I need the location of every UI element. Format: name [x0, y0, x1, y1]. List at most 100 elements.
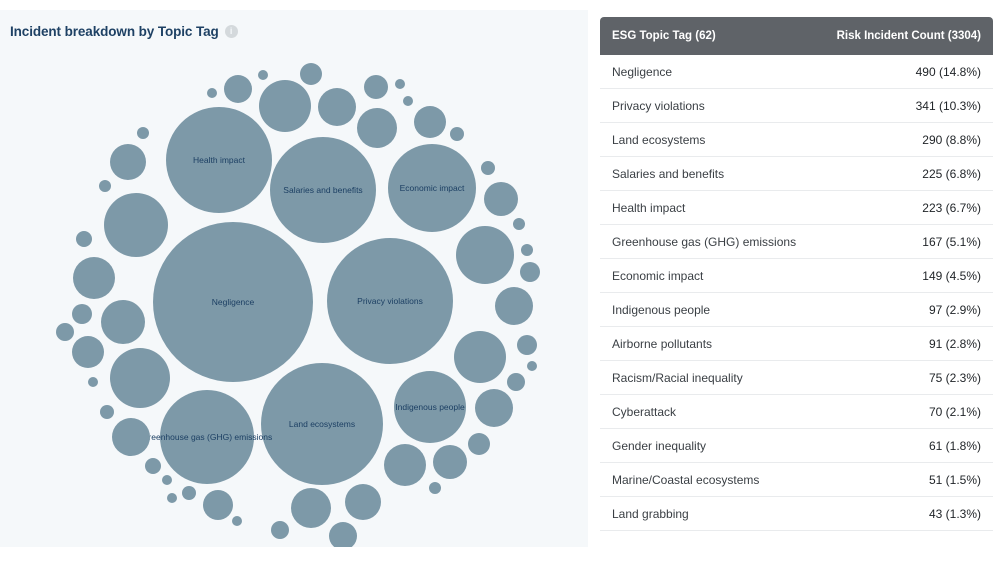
bubble[interactable] [450, 127, 464, 141]
bubble[interactable] [384, 444, 426, 486]
bubble[interactable] [56, 323, 74, 341]
bubble[interactable] [76, 231, 92, 247]
bubble[interactable] [395, 79, 405, 89]
bubble[interactable] [88, 377, 98, 387]
bubble-salaries-and-benefits[interactable]: Salaries and benefits [270, 137, 376, 243]
row-count: 341 (10.3%) [915, 98, 981, 113]
bubble[interactable] [72, 304, 92, 324]
row-tag: Land ecosystems [612, 132, 706, 147]
bubble[interactable] [232, 516, 242, 526]
bubble[interactable] [291, 488, 331, 528]
bubble[interactable] [72, 336, 104, 368]
bubble-greenhouse-gas-ghg-emissions[interactable]: Greenhouse gas (GHG) emissions [142, 390, 272, 484]
row-count: 43 (1.3%) [928, 506, 981, 521]
bubble[interactable] [258, 70, 268, 80]
bubble[interactable] [145, 458, 161, 474]
bubble[interactable] [224, 75, 252, 103]
table-header: ESG Topic Tag (62) Risk Incident Count (… [600, 17, 993, 55]
bubble[interactable] [481, 161, 495, 175]
bubble[interactable] [203, 490, 233, 520]
bubble[interactable] [468, 433, 490, 455]
table-header-count: Risk Incident Count (3304) [836, 30, 981, 42]
bubble[interactable] [433, 445, 467, 479]
bubble-land-ecosystems[interactable]: Land ecosystems [261, 363, 383, 485]
bubble[interactable] [414, 106, 446, 138]
bubble[interactable] [357, 108, 397, 148]
row-count: 70 (2.1%) [928, 404, 981, 419]
bubble[interactable] [517, 335, 537, 355]
bubble-economic-impact[interactable]: Economic impact [388, 144, 476, 232]
bubble[interactable] [521, 244, 533, 256]
bubble[interactable] [162, 475, 172, 485]
bubble[interactable] [137, 127, 149, 139]
bubble[interactable] [484, 182, 518, 216]
table-row[interactable]: Economic impact 149 (4.5%) [600, 259, 993, 293]
bubble[interactable] [454, 331, 506, 383]
bubble[interactable] [318, 88, 356, 126]
bubble[interactable] [167, 493, 177, 503]
row-tag: Economic impact [612, 268, 704, 283]
bubble[interactable] [329, 522, 357, 547]
table-row[interactable]: Land grabbing 43 (1.3%) [600, 497, 993, 531]
bubble[interactable] [112, 418, 150, 456]
bubble[interactable] [429, 482, 441, 494]
row-count: 51 (1.5%) [928, 472, 981, 487]
bubble[interactable] [104, 193, 168, 257]
bubble[interactable] [110, 144, 146, 180]
bubble[interactable] [100, 405, 114, 419]
bubble-label: Economic impact [399, 183, 465, 193]
row-tag: Gender inequality [612, 438, 707, 453]
bubble[interactable] [364, 75, 388, 99]
bubble[interactable] [456, 226, 514, 284]
row-tag: Greenhouse gas (GHG) emissions [612, 234, 797, 249]
bubble[interactable] [207, 88, 217, 98]
bubble[interactable] [495, 287, 533, 325]
bubble[interactable] [403, 96, 413, 106]
info-icon[interactable]: i [224, 25, 238, 38]
bubble[interactable] [101, 300, 145, 344]
row-count: 290 (8.8%) [922, 132, 981, 147]
bubble[interactable] [300, 63, 322, 85]
bubble[interactable] [345, 484, 381, 520]
row-count: 167 (5.1%) [922, 234, 981, 249]
row-tag: Land grabbing [612, 506, 689, 521]
row-count: 61 (1.8%) [928, 438, 981, 453]
row-tag: Racism/Racial inequality [612, 370, 743, 385]
bubble[interactable] [99, 180, 111, 192]
bubble[interactable] [475, 389, 513, 427]
row-count: 91 (2.8%) [928, 336, 981, 351]
bubble[interactable] [259, 80, 311, 132]
bubble[interactable] [520, 262, 540, 282]
bubble[interactable] [73, 257, 115, 299]
bubble[interactable] [513, 218, 525, 230]
bubble[interactable] [527, 361, 537, 371]
row-count: 223 (6.7%) [922, 200, 981, 215]
row-tag: Marine/Coastal ecosystems [612, 472, 760, 487]
bubble[interactable] [271, 521, 289, 539]
bubble[interactable] [110, 348, 170, 408]
table-row[interactable]: Gender inequality 61 (1.8%) [600, 429, 993, 463]
bubble-health-impact[interactable]: Health impact [166, 107, 272, 213]
table-row[interactable]: Land ecosystems 290 (8.8%) [600, 123, 993, 157]
bubble-privacy-violations[interactable]: Privacy violations [327, 238, 453, 364]
chart-title: Incident breakdown by Topic Tag [10, 24, 219, 39]
table-header-tag: ESG Topic Tag (62) [612, 30, 716, 42]
row-count: 149 (4.5%) [922, 268, 981, 283]
row-tag: Negligence [612, 64, 673, 79]
bubble-negligence[interactable]: Negligence [153, 222, 313, 382]
bubble[interactable] [182, 486, 196, 500]
table-row[interactable]: Greenhouse gas (GHG) emissions 167 (5.1%) [600, 225, 993, 259]
table-row[interactable]: Marine/Coastal ecosystems 51 (1.5%) [600, 463, 993, 497]
bubble[interactable] [507, 373, 525, 391]
bubble-indigenous-people[interactable]: Indigenous people [394, 371, 466, 443]
